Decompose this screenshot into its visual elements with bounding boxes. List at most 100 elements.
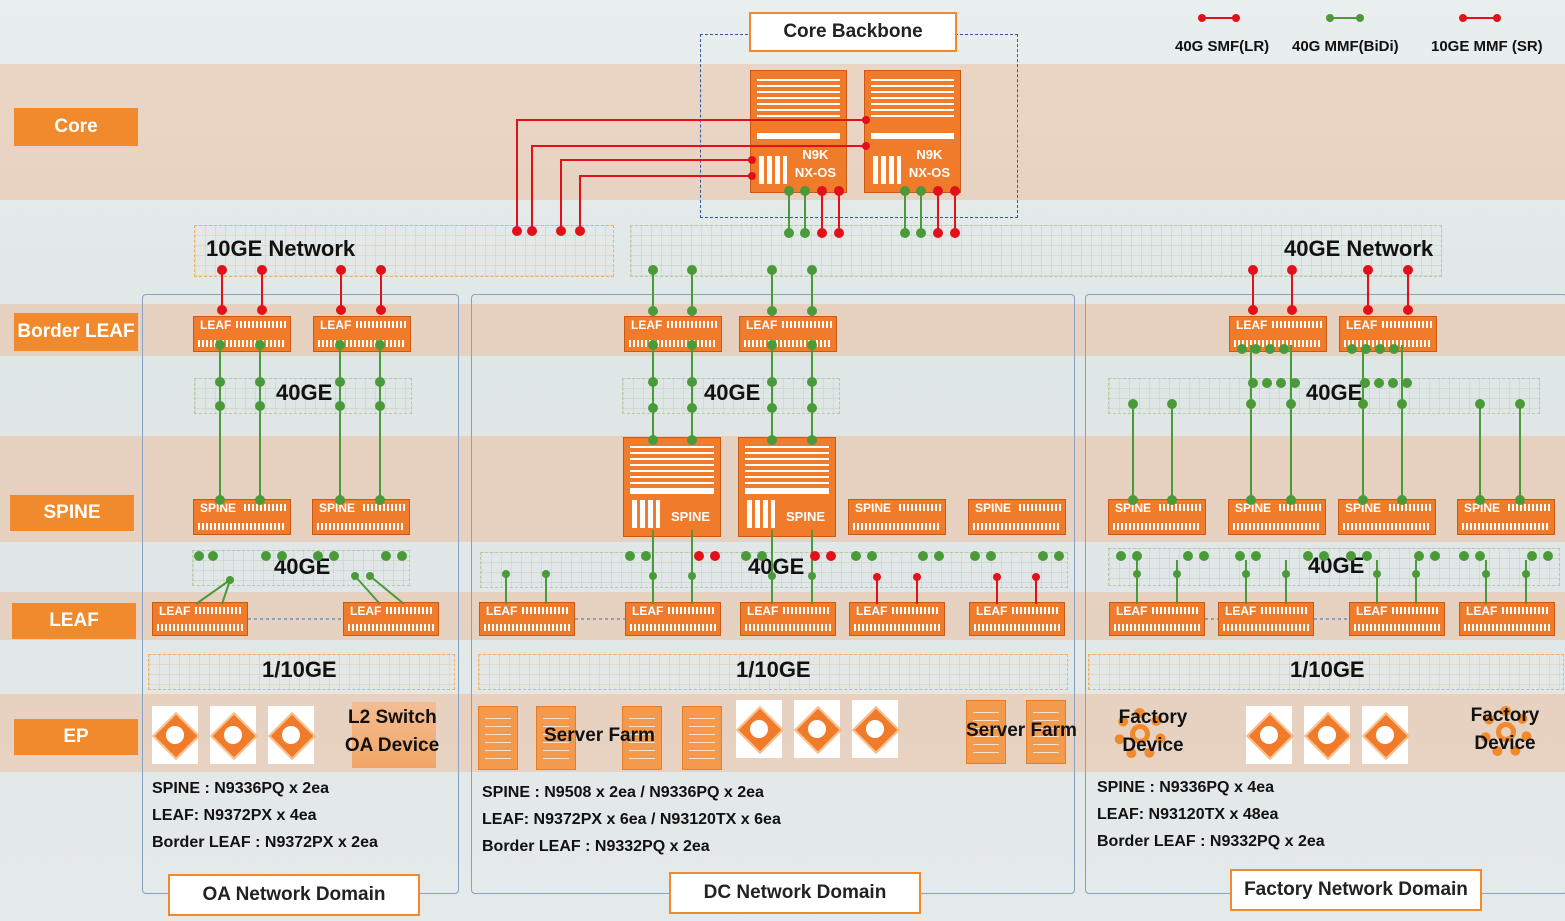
factory-spec-line: Border LEAF : N9332PQ x 2ea bbox=[1097, 833, 1325, 850]
switch-label: SPINE bbox=[1115, 501, 1152, 515]
oa-40ge-upper-label: 40GE bbox=[276, 380, 333, 405]
dc-spine-3: SPINE bbox=[848, 499, 946, 535]
row-label-leaf: LEAF bbox=[12, 603, 136, 639]
link-core-10ge-3 bbox=[560, 159, 752, 230]
oa-border-leaf-1: LEAF bbox=[193, 316, 291, 352]
dc-border-leaf-2: LEAF bbox=[739, 316, 837, 352]
apic-icon bbox=[209, 706, 259, 764]
switch-label: SPINE bbox=[1345, 501, 1382, 515]
switch-label: LEAF bbox=[1346, 318, 1378, 332]
row-label-core: Core bbox=[14, 108, 138, 146]
link-core-10ge-4 bbox=[579, 175, 752, 230]
gear-icon bbox=[1114, 708, 1166, 760]
dc-40ge-lower-zone bbox=[480, 552, 1068, 588]
switch-label: LEAF bbox=[1225, 604, 1257, 618]
factory-leaf-3: LEAF bbox=[1349, 602, 1445, 636]
core-chassis-1-n9k: N9K bbox=[802, 147, 829, 162]
server-icon bbox=[478, 706, 518, 770]
oa-spec-line: Border LEAF : N9372PX x 2ea bbox=[152, 834, 378, 851]
legend-smf-lr: 40G SMF(LR) bbox=[1175, 38, 1270, 55]
factory-spec-list: SPINE : N9336PQ x 4ea LEAF: N93120TX x 4… bbox=[1097, 774, 1325, 855]
gear-icon bbox=[1480, 706, 1532, 758]
dc-leaf-5: LEAF bbox=[969, 602, 1065, 636]
row-label-border-leaf: Border LEAF bbox=[14, 313, 138, 351]
l2-switch-icon bbox=[352, 702, 436, 768]
factory-leaf-1: LEAF bbox=[1109, 602, 1205, 636]
dc-spine-4: SPINE bbox=[968, 499, 1066, 535]
dc-spine-chassis-1-label: SPINE bbox=[670, 509, 710, 524]
oa-spine-2: SPINE bbox=[312, 499, 410, 535]
apic-icon bbox=[735, 700, 785, 758]
dc-leaf-4: LEAF bbox=[849, 602, 945, 636]
factory-40ge-upper-label: 40GE bbox=[1306, 380, 1363, 405]
switch-label: LEAF bbox=[320, 318, 352, 332]
switch-label: LEAF bbox=[631, 318, 663, 332]
switch-label: LEAF bbox=[1356, 604, 1388, 618]
oa-border-leaf-2: LEAF bbox=[313, 316, 411, 352]
core-chassis-2-n9k: N9K bbox=[916, 147, 943, 162]
switch-label: SPINE bbox=[1464, 501, 1501, 515]
row-label-ep: EP bbox=[14, 719, 138, 755]
switch-label: LEAF bbox=[856, 604, 888, 618]
row-label-spine: SPINE bbox=[10, 495, 134, 531]
switch-label: LEAF bbox=[976, 604, 1008, 618]
dc-domain-title: DC Network Domain bbox=[669, 872, 921, 914]
switch-label: LEAF bbox=[632, 604, 664, 618]
apic-icon bbox=[793, 700, 843, 758]
oa-leaf-2: LEAF bbox=[343, 602, 439, 636]
dc-spine-chassis-2: SPINE bbox=[738, 437, 836, 537]
server-icon bbox=[1026, 700, 1066, 764]
connector-dots bbox=[194, 14, 1553, 584]
legend-mmf-bidi: 40G MMF(BiDi) bbox=[1292, 38, 1399, 55]
dc-access-label: 1/10GE bbox=[736, 657, 811, 682]
core-chassis-2: N9K NX-OS bbox=[864, 70, 961, 193]
oa-access-label: 1/10GE bbox=[262, 657, 337, 682]
oa-leaf-1: LEAF bbox=[152, 602, 248, 636]
core-chassis-1: N9K NX-OS bbox=[750, 70, 847, 193]
dc-server-farm-label-1: Server Farm bbox=[544, 725, 655, 746]
apic-icon bbox=[267, 706, 317, 764]
core-chassis-1-nxos: NX-OS bbox=[794, 165, 836, 180]
server-icon bbox=[966, 700, 1006, 764]
dc-spine-chassis-2-label: SPINE bbox=[785, 509, 825, 524]
factory-access-label: 1/10GE bbox=[1290, 657, 1365, 682]
dc-40ge-upper-zone bbox=[622, 378, 840, 414]
dc-leaf-1: LEAF bbox=[479, 602, 575, 636]
link-core-10ge-1 bbox=[516, 119, 866, 230]
ten-ge-network-label: 10GE Network bbox=[206, 236, 356, 261]
switch-label: SPINE bbox=[200, 501, 237, 515]
factory-access-zone bbox=[1088, 654, 1564, 690]
oa-spec-line: SPINE : N9336PQ x 2ea bbox=[152, 780, 329, 797]
oa-l2-switch-label: L2 Switch bbox=[348, 707, 437, 728]
factory-leaf-4: LEAF bbox=[1459, 602, 1555, 636]
dc-access-zone bbox=[478, 654, 1068, 690]
oa-device-label: OA Device bbox=[344, 735, 440, 756]
dc-leaf-3: LEAF bbox=[740, 602, 836, 636]
dc-border-leaf-1: LEAF bbox=[624, 316, 722, 352]
factory-leaf-2: LEAF bbox=[1218, 602, 1314, 636]
dc-spine-chassis-1: SPINE bbox=[623, 437, 721, 537]
switch-label: LEAF bbox=[200, 318, 232, 332]
dc-40ge-lower-label: 40GE bbox=[748, 554, 805, 579]
dc-40ge-upper-label: 40GE bbox=[704, 380, 761, 405]
factory-spec-line: SPINE : N9336PQ x 4ea bbox=[1097, 779, 1274, 796]
core-chassis-2-nxos: NX-OS bbox=[908, 165, 950, 180]
forty-ge-network-label: 40GE Network bbox=[1284, 236, 1434, 261]
dc-leaf-2: LEAF bbox=[625, 602, 721, 636]
apic-icon bbox=[1361, 706, 1411, 764]
core-backbone-title: Core Backbone bbox=[749, 12, 957, 52]
server-icon bbox=[622, 706, 662, 770]
switch-label: LEAF bbox=[1236, 318, 1268, 332]
factory-spine-3: SPINE bbox=[1338, 499, 1436, 535]
switch-label: SPINE bbox=[975, 501, 1012, 515]
factory-spec-line: LEAF: N93120TX x 48ea bbox=[1097, 806, 1279, 823]
apic-icon bbox=[1245, 706, 1295, 764]
factory-device-label-1: Factory Device bbox=[1118, 707, 1188, 756]
switch-label: LEAF bbox=[1466, 604, 1498, 618]
apic-icon bbox=[851, 700, 901, 758]
dc-spec-line: SPINE : N9508 x 2ea / N9336PQ x 2ea bbox=[482, 784, 764, 801]
server-icon bbox=[536, 706, 576, 770]
factory-spine-2: SPINE bbox=[1228, 499, 1326, 535]
dc-spec-list: SPINE : N9508 x 2ea / N9336PQ x 2ea LEAF… bbox=[482, 779, 781, 860]
switch-label: SPINE bbox=[1235, 501, 1272, 515]
